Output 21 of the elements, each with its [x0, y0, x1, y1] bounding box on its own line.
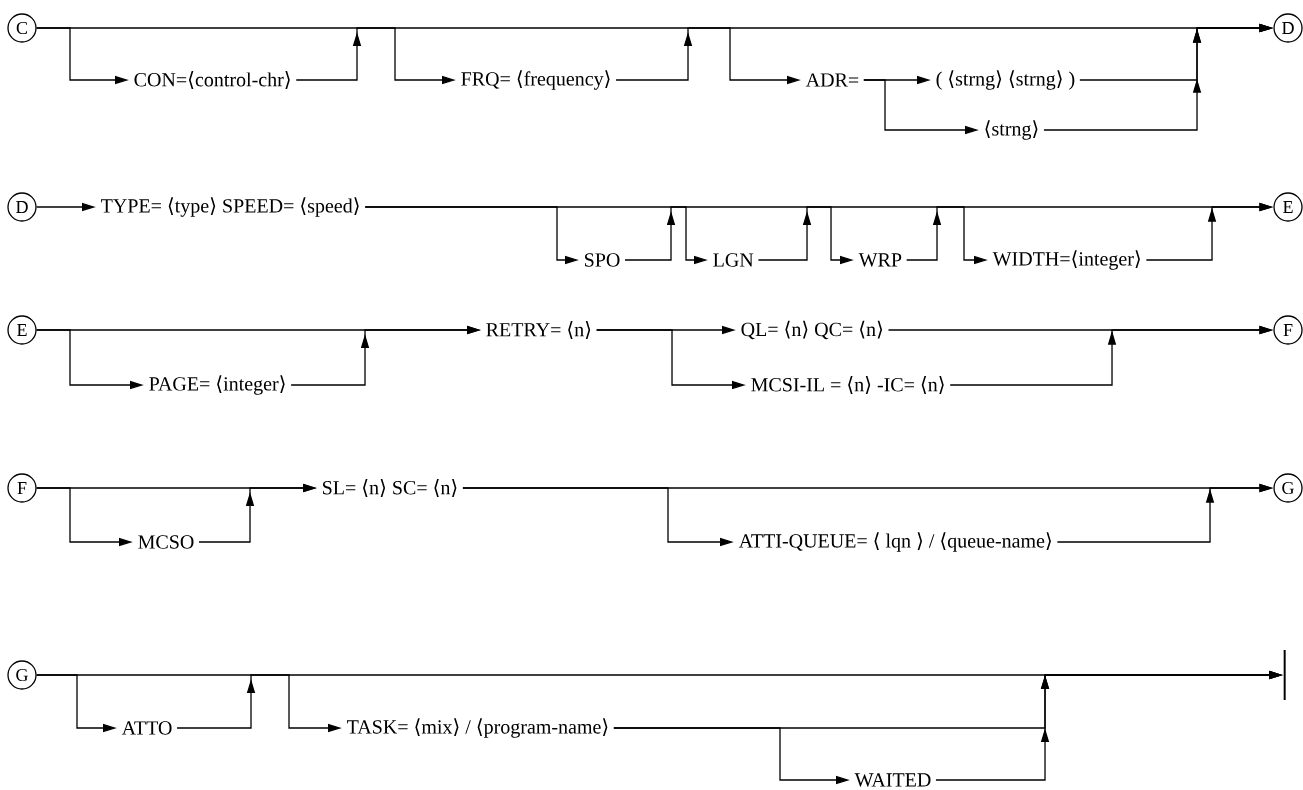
syntax-term: WRP — [858, 253, 902, 267]
syntax-term: RETRY= ⟨n⟩ — [486, 321, 591, 339]
syntax-term: TYPE= ⟨type⟩ SPEED= ⟨speed⟩ — [101, 197, 359, 217]
syntax-term: FRQ= ⟨frequency⟩ — [461, 70, 610, 90]
syntax-term: QL= ⟨n⟩ QC= ⟨n⟩ — [741, 320, 883, 340]
syntax-term: TASK= ⟨mix⟩ / ⟨program-name⟩ — [347, 718, 608, 738]
syntax-term: PAGE= ⟨integer⟩ — [149, 375, 285, 395]
syntax-term: MCSO — [138, 535, 194, 549]
syntax-term: ATTI-QUEUE= ⟨ lqn ⟩ / ⟨queue-name⟩ — [738, 532, 1051, 552]
syntax-term: LGN — [713, 253, 754, 267]
syntax-term: WAITED — [854, 773, 931, 787]
syntax-term: MCSI-IL = ⟨n⟩ -IC= ⟨n⟩ — [751, 376, 944, 394]
syntax-term: ( ⟨strng⟩ ⟨strng⟩ ) — [936, 70, 1075, 90]
syntax-term: CON=⟨control-chr⟩ — [134, 71, 290, 89]
syntax-term: SPO — [585, 253, 620, 267]
syntax-term: ADR= — [805, 73, 859, 87]
syntax-term: WIDTH=⟨integer⟩ — [992, 250, 1140, 270]
syntax-term: SL= ⟨n⟩ SC= ⟨n⟩ — [323, 479, 457, 497]
syntax-term: ⟨strng⟩ — [985, 120, 1038, 140]
end-bar — [1283, 650, 1286, 700]
syntax-term: ATTO — [121, 721, 172, 735]
